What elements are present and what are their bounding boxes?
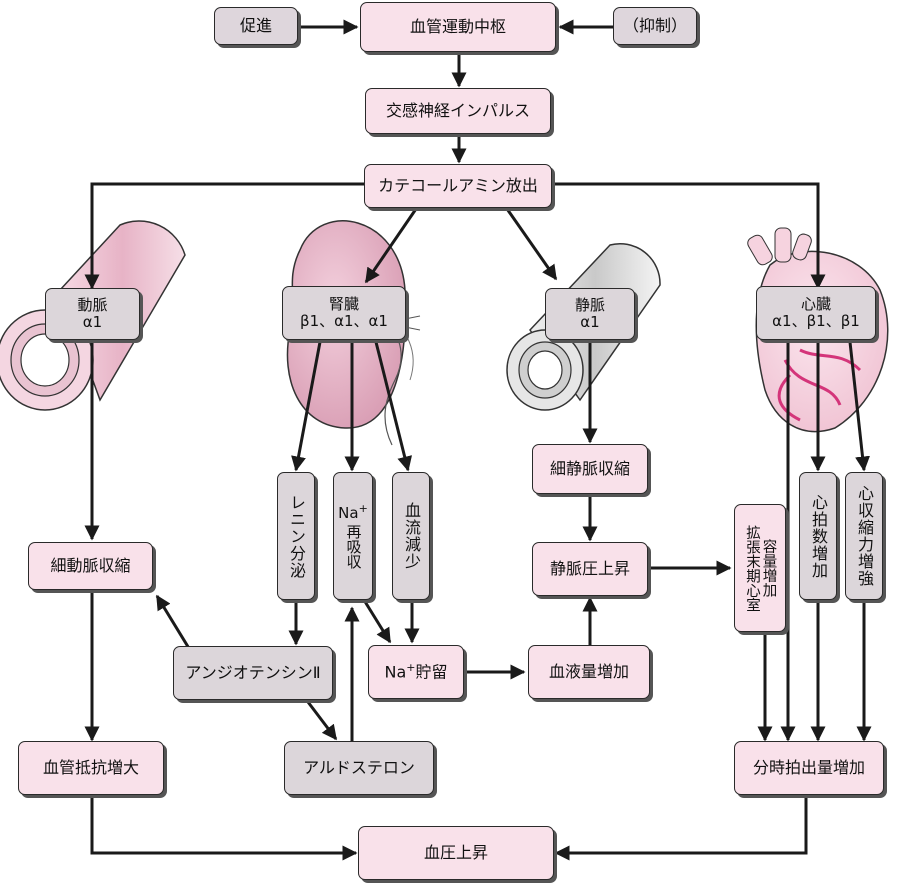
venule-constriction-box: 細静脈収縮	[532, 444, 648, 494]
contractility-increase-box: 心収縮力増強	[845, 472, 883, 600]
na-reabsorption-prefix: Na+	[338, 503, 368, 522]
end-diastolic-volume-box: 容量増加 拡張末期心室	[734, 504, 786, 632]
kidney-box: 腎臓 β1、α1、α1	[282, 286, 406, 340]
venous-pressure-rise-box: 静脈圧上昇	[532, 542, 648, 596]
na-retention-box: Na+貯留	[368, 645, 464, 699]
promote-box: 促進	[214, 7, 298, 45]
angiotensin-box: アンジオテンシンⅡ	[173, 646, 333, 700]
heart-rate-increase-label: 心拍数増加	[809, 493, 828, 579]
blood-flow-decrease-box: 血流減少	[392, 472, 430, 600]
na-retention-text: 貯留	[415, 662, 448, 682]
vein-name: 静脈	[574, 295, 605, 314]
vein-receptor: α1	[580, 313, 600, 331]
artery-name: 動脈	[77, 295, 108, 314]
cardiac-output-box: 分時拍出量増加	[734, 741, 884, 795]
arteriole-constriction-label: 細動脈収縮	[50, 555, 131, 575]
arteriole-constriction-box: 細動脈収縮	[28, 542, 153, 590]
promote-label: 促進	[239, 15, 272, 35]
na-symbol: Na	[338, 504, 359, 523]
sympathetic-impulse-label: 交感神経インパルス	[385, 100, 530, 120]
heart-rate-increase-box: 心拍数増加	[799, 472, 837, 600]
blood-flow-decrease-label: 血流減少	[402, 502, 421, 570]
aldosterone-box: アルドステロン	[284, 741, 434, 795]
heart-receptor: α1、β1、β1	[772, 312, 860, 330]
na-reabsorption-label: 再吸収	[344, 523, 363, 569]
kidney-name: 腎臓	[328, 294, 359, 313]
catecholamine-release-label: カテコールアミン放出	[378, 175, 538, 195]
end-diastolic-col2: 拡張末期心室	[744, 524, 760, 612]
na-retention-charge: +	[406, 661, 416, 675]
sympathetic-impulse-box: 交感神経インパルス	[365, 88, 551, 134]
artery-box: 動脈 α1	[45, 288, 140, 340]
heart-box: 心臓 α1、β1、β1	[756, 286, 876, 340]
blood-pressure-rise-label: 血圧上昇	[423, 842, 488, 862]
heart-name: 心臓	[800, 294, 831, 313]
vascular-resistance-label: 血管抵抗増大	[42, 757, 139, 777]
inhibit-box: （抑制）	[613, 7, 697, 45]
contractility-increase-label: 心収縮力増強	[855, 485, 874, 587]
venule-constriction-label: 細静脈収縮	[549, 458, 630, 478]
renin-secretion-label: レニン分泌	[287, 493, 306, 579]
vasomotor-center-label: 血管運動中枢	[409, 16, 506, 36]
inhibit-label: （抑制）	[622, 15, 687, 35]
connectors	[84, 19, 872, 861]
vasomotor-center-box: 血管運動中枢	[360, 2, 556, 52]
vascular-resistance-box: 血管抵抗増大	[18, 741, 164, 795]
artery-receptor: α1	[82, 313, 103, 331]
end-diastolic-col1: 容量増加	[760, 539, 777, 597]
angiotensin-label: アンジオテンシンⅡ	[185, 662, 321, 682]
blood-volume-increase-label: 血液量増加	[548, 661, 629, 681]
na-retention-symbol: Na	[384, 662, 407, 682]
na-retention-label: Na+貯留	[384, 661, 448, 682]
vein-box: 静脈 α1	[545, 288, 635, 340]
na-charge: +	[358, 502, 368, 516]
blood-pressure-rise-box: 血圧上昇	[358, 826, 554, 880]
kidney-receptor: β1、α1、α1	[300, 312, 388, 330]
venous-pressure-rise-label: 静脈圧上昇	[549, 558, 630, 578]
blood-volume-increase-box: 血液量増加	[528, 645, 650, 699]
na-reabsorption-box: Na+ 再吸収	[333, 472, 373, 600]
catecholamine-release-box: カテコールアミン放出	[364, 164, 552, 208]
renin-secretion-box: レニン分泌	[277, 472, 315, 600]
aldosterone-label: アルドステロン	[303, 757, 415, 777]
cardiac-output-label: 分時拍出量増加	[752, 757, 865, 777]
